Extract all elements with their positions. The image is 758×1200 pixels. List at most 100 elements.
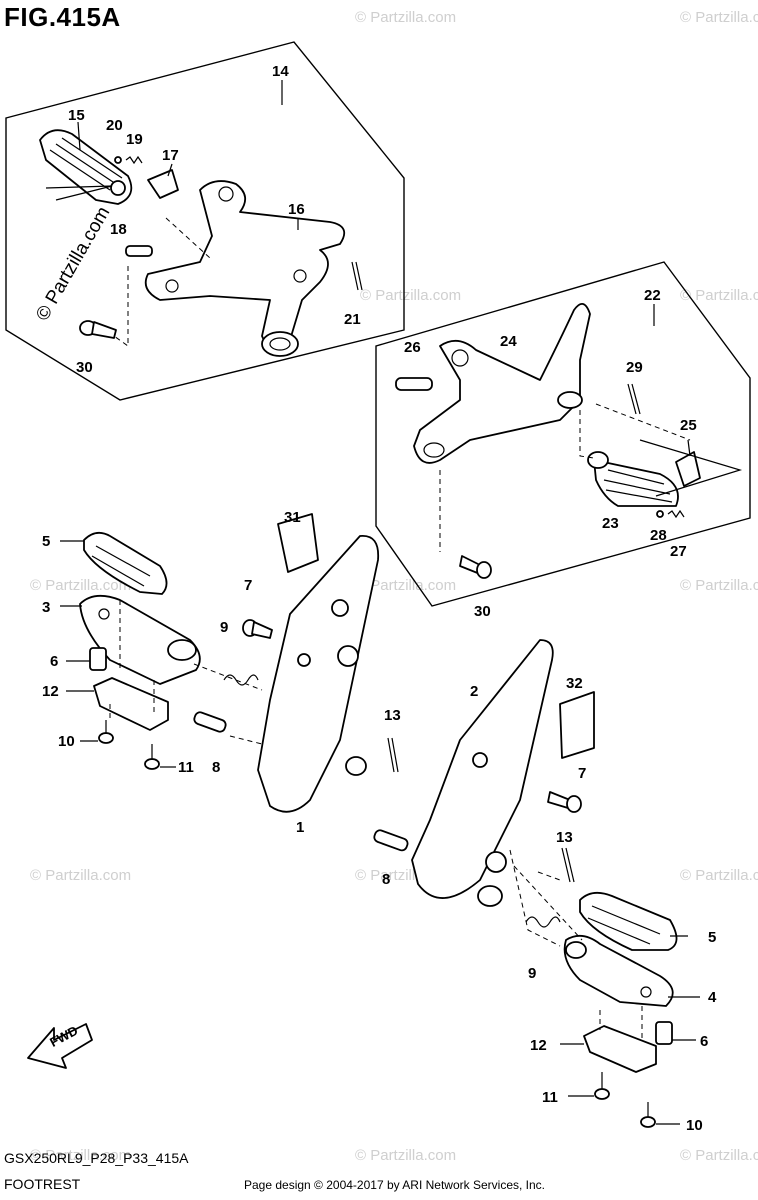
callout-18: 18 bbox=[110, 221, 127, 238]
callout-23: 23 bbox=[602, 515, 619, 532]
callout-13: 13 bbox=[556, 829, 573, 846]
callout-25: 25 bbox=[680, 417, 697, 434]
callout-16: 16 bbox=[288, 201, 305, 218]
callout-27: 27 bbox=[670, 543, 687, 560]
watermark-layer: © Partzilla.com © Partzilla.com © Partzi… bbox=[30, 9, 758, 1164]
pin-26 bbox=[395, 377, 433, 391]
watermark-text: © Partzilla.com bbox=[30, 577, 131, 594]
pin-8-left bbox=[193, 711, 227, 733]
callout-30: 30 bbox=[474, 603, 491, 620]
watermark-text: © Partzilla.com bbox=[360, 287, 461, 304]
assembly-frame-22 bbox=[375, 261, 751, 607]
callout-4: 4 bbox=[708, 989, 717, 1006]
callout-14: 14 bbox=[272, 63, 289, 80]
footpeg-23 bbox=[587, 451, 679, 507]
callout-12: 12 bbox=[530, 1037, 547, 1054]
callout-9: 9 bbox=[220, 619, 228, 636]
step-bracket-16 bbox=[144, 180, 346, 357]
figure-title: FIG.415A bbox=[4, 2, 121, 32]
callout-8: 8 bbox=[382, 871, 390, 888]
cover-32 bbox=[559, 691, 595, 759]
bolt-7-left bbox=[242, 619, 273, 639]
step-bracket-24 bbox=[413, 303, 591, 464]
screw-10-right bbox=[640, 1102, 656, 1128]
screw-10-left bbox=[98, 720, 114, 744]
cotter-pin-13-left bbox=[387, 737, 399, 773]
callout-6: 6 bbox=[50, 653, 58, 670]
callout-11: 11 bbox=[542, 1089, 558, 1106]
callout-labels: 14 15 20 19 17 16 18 21 30 22 26 24 29 2… bbox=[42, 63, 717, 1134]
callout-13: 13 bbox=[384, 707, 401, 724]
callout-7: 7 bbox=[244, 577, 252, 594]
bolt-7-right bbox=[547, 791, 582, 813]
callout-24: 24 bbox=[500, 333, 517, 350]
watermark-text: © Partzilla.com bbox=[355, 9, 456, 26]
callout-17: 17 bbox=[162, 147, 179, 164]
bolt-30-left bbox=[79, 320, 117, 339]
watermark-text: © Partzilla.com bbox=[680, 1147, 758, 1164]
callout-19: 19 bbox=[126, 131, 143, 148]
watermark-text: © Partzilla.com bbox=[680, 867, 758, 884]
plate-25 bbox=[675, 451, 701, 487]
assembly-frame-14 bbox=[5, 41, 405, 401]
callout-1: 1 bbox=[296, 819, 304, 836]
callout-22: 22 bbox=[644, 287, 661, 304]
callout-31: 31 bbox=[284, 509, 301, 526]
callout-3: 3 bbox=[42, 599, 50, 616]
rubber-12-right bbox=[583, 1025, 657, 1073]
watermark-main: © Partzilla.com bbox=[32, 203, 114, 324]
spring-27 bbox=[667, 509, 685, 519]
pin-28 bbox=[656, 510, 664, 518]
callout-21: 21 bbox=[344, 311, 361, 328]
section-name: FOOTREST bbox=[4, 1176, 81, 1192]
callout-6: 6 bbox=[700, 1033, 708, 1050]
callout-15: 15 bbox=[68, 107, 85, 124]
callout-7: 7 bbox=[578, 765, 586, 782]
callout-29: 29 bbox=[626, 359, 643, 376]
cotter-pin-13-right bbox=[561, 847, 575, 883]
cover-31 bbox=[277, 513, 319, 573]
fwd-arrow: FWD bbox=[27, 1023, 93, 1069]
footpeg-holder-3 bbox=[79, 594, 201, 685]
callout-11: 11 bbox=[178, 759, 194, 776]
callout-20: 20 bbox=[106, 117, 123, 134]
watermark-text: © Partzilla.com bbox=[680, 287, 758, 304]
callout-32: 32 bbox=[566, 675, 583, 692]
bolt-30-right bbox=[459, 555, 492, 579]
spring-9-left bbox=[223, 674, 259, 686]
plate-17 bbox=[147, 169, 179, 199]
bolt-6-right bbox=[655, 1021, 673, 1045]
footrest-bracket-1 bbox=[257, 535, 380, 813]
screw-11-left bbox=[144, 744, 160, 770]
callout-10: 10 bbox=[686, 1117, 703, 1134]
cotter-pin-29 bbox=[627, 383, 641, 415]
callout-30: 30 bbox=[76, 359, 93, 376]
watermark-text: © Partzilla.com bbox=[30, 867, 131, 884]
pin-18 bbox=[125, 245, 153, 257]
cotter-pin-21 bbox=[351, 261, 363, 291]
copyright-notice: Page design © 2004-2017 by ARI Network S… bbox=[244, 1178, 546, 1192]
watermark-text: © Partzilla.com bbox=[680, 577, 758, 594]
watermark-text: © Partzilla.com bbox=[680, 9, 758, 26]
leader-lines bbox=[60, 540, 700, 1125]
pin-20 bbox=[114, 156, 122, 164]
watermark-text: © Partzilla.com bbox=[30, 1147, 131, 1164]
footpeg-5-right bbox=[579, 891, 678, 951]
pin-8-right bbox=[373, 829, 409, 852]
watermark-text: © Partzilla.com bbox=[355, 1147, 456, 1164]
callout-5: 5 bbox=[708, 929, 716, 946]
callout-8: 8 bbox=[212, 759, 220, 776]
footpeg-5-left bbox=[83, 531, 168, 595]
bolt-6-left bbox=[89, 647, 107, 671]
callout-12: 12 bbox=[42, 683, 59, 700]
spring-9-right bbox=[525, 916, 561, 928]
rubber-12-left bbox=[93, 677, 169, 731]
callout-9: 9 bbox=[528, 965, 536, 982]
footpeg-holder-4 bbox=[563, 934, 674, 1007]
callout-26: 26 bbox=[404, 339, 421, 356]
spring-19 bbox=[125, 155, 143, 165]
screw-11-right bbox=[594, 1072, 610, 1100]
callout-10: 10 bbox=[58, 733, 75, 750]
footrest-bracket-2 bbox=[411, 639, 554, 907]
